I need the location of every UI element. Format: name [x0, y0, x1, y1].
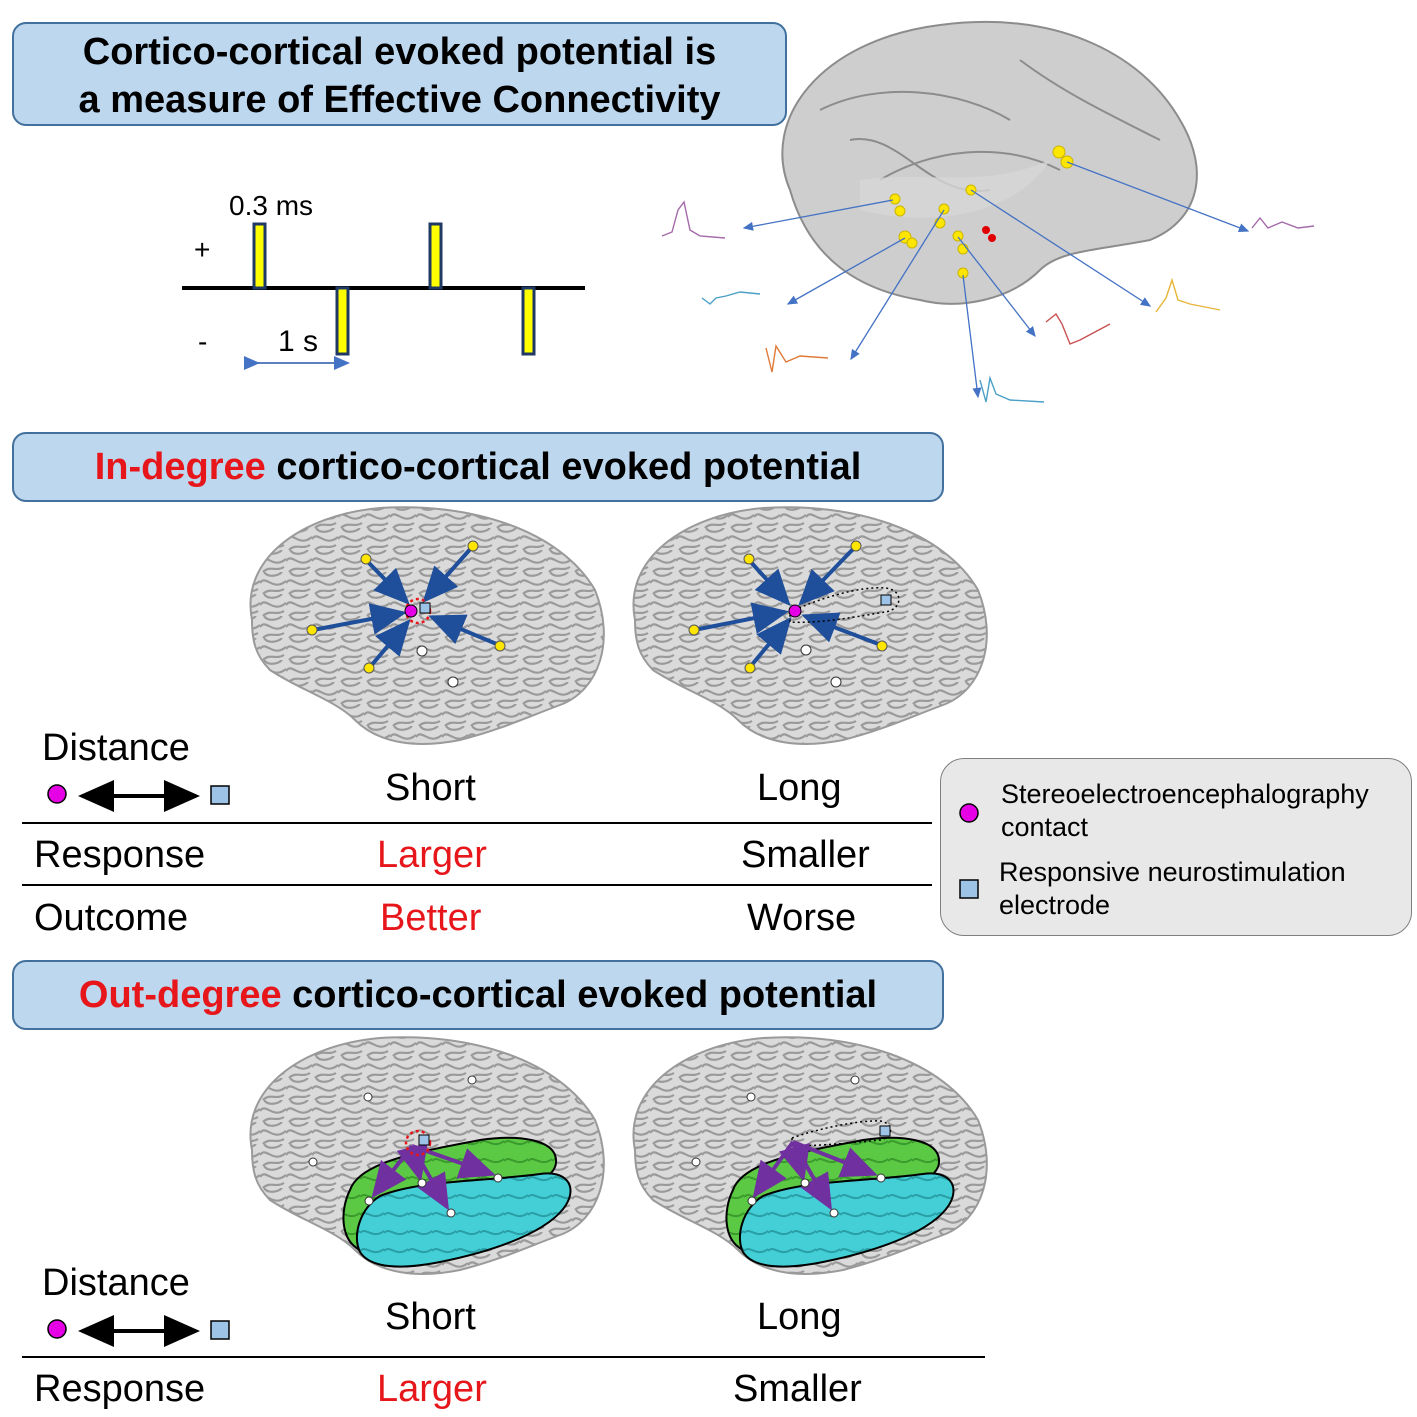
plus-label: +	[194, 234, 211, 265]
out-degree-banner: Out-degree cortico-cortical evoked poten…	[12, 960, 944, 1030]
interval-label: 1 s	[278, 325, 319, 358]
out-degree-highlight: Out-degree	[78, 974, 282, 1016]
out-degree-brain-short	[249, 1036, 605, 1275]
minus-label: -	[198, 326, 208, 357]
top-title-banner: Cortico-cortical evoked potential is a m…	[12, 22, 787, 126]
legend-seeg-icon	[959, 803, 979, 823]
in-degree-banner: In-degree cortico-cortical evoked potent…	[12, 432, 944, 502]
out-row-response-label: Response	[34, 1368, 206, 1410]
in-col-long: Long	[757, 767, 842, 809]
positive-pulse-2	[428, 222, 443, 290]
out-distance-label: Distance	[42, 1262, 190, 1304]
glass-brain-image	[661, 20, 1315, 403]
in-degree-brain-short	[249, 506, 605, 745]
top-title-line2: a measure of Effective Connectivity	[78, 79, 721, 121]
in-distance-label: Distance	[42, 727, 190, 769]
out-row-response-long: Smaller	[733, 1368, 862, 1410]
legend-seeg-line1: Stereoelectroencephalography	[1001, 779, 1369, 809]
negative-pulse-2	[521, 286, 536, 356]
seeg-contact-icon	[47, 784, 67, 804]
in-degree-highlight: In-degree	[94, 446, 266, 488]
legend-rns-icon	[959, 879, 979, 899]
distance-icon-in	[47, 780, 230, 812]
in-col-short: Short	[385, 767, 476, 809]
in-row-outcome-long: Worse	[747, 897, 857, 939]
legend-rns-line1: Responsive neurostimulation	[999, 857, 1346, 887]
legend-icons	[959, 803, 979, 899]
in-row-response-label: Response	[34, 834, 206, 876]
legend-rns-line2: electrode	[999, 890, 1111, 920]
in-degree-title-rest: cortico-cortical evoked potential	[265, 446, 862, 488]
seeg-contact-icon	[47, 1319, 67, 1339]
in-row-outcome-short: Better	[380, 897, 482, 939]
out-table-rule-1	[22, 1356, 985, 1358]
out-col-short: Short	[385, 1296, 476, 1338]
in-row-response-short: Larger	[377, 834, 487, 876]
in-row-outcome-label: Outcome	[34, 897, 189, 939]
in-row-response-long: Smaller	[741, 834, 870, 876]
in-table-rule-1	[22, 822, 932, 824]
in-degree-brain-long	[632, 506, 988, 745]
out-degree-title-rest: cortico-cortical evoked potential	[281, 974, 878, 1016]
out-col-long: Long	[757, 1296, 842, 1338]
pulse-width-label: 0.3 ms	[229, 190, 314, 221]
negative-pulse-1	[335, 286, 350, 356]
rns-electrode-icon	[210, 785, 230, 805]
stimulation-pulse-train	[182, 222, 585, 370]
legend-box: Stereoelectroencephalography contact Res…	[940, 758, 1412, 936]
in-table-rule-2	[22, 884, 932, 886]
distance-icon-out	[47, 1315, 230, 1347]
rns-electrode-icon	[210, 1320, 230, 1340]
top-title-line1: Cortico-cortical evoked potential is	[82, 31, 717, 73]
out-row-response-short: Larger	[377, 1368, 487, 1410]
legend-seeg-line2: contact	[1001, 812, 1089, 842]
positive-pulse-1	[252, 222, 267, 290]
out-degree-brain-long	[632, 1036, 988, 1275]
